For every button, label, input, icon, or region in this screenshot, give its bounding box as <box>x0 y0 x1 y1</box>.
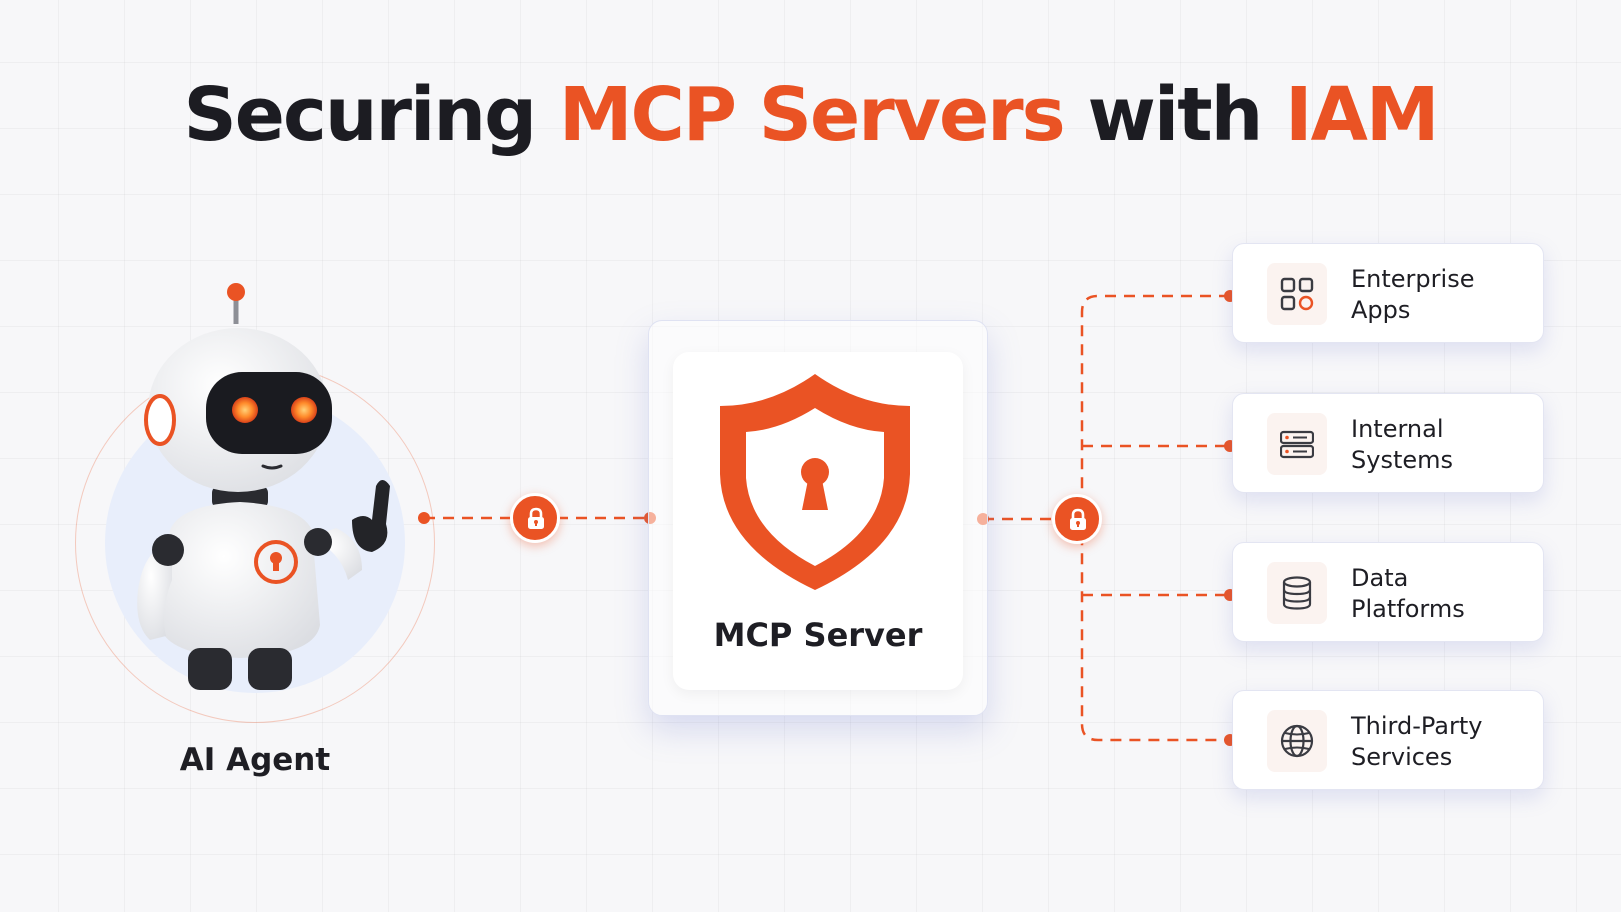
destination-card-enterprise-apps: Enterprise Apps <box>1232 243 1544 343</box>
destination-label: Data Platforms <box>1351 563 1541 625</box>
destination-label-line1: Enterprise <box>1351 265 1475 293</box>
destination-label: Enterprise Apps <box>1351 264 1541 326</box>
agent-label: AI Agent <box>179 742 331 778</box>
destination-label-line2: Systems <box>1351 446 1453 474</box>
destination-label-line2: Services <box>1351 743 1453 771</box>
shield-keyhole-icon <box>720 374 910 590</box>
destination-card-data-platforms: Data Platforms <box>1232 542 1544 642</box>
server-rack-icon <box>1280 430 1314 459</box>
destination-label: Third-Party Services <box>1351 711 1541 773</box>
apps-grid-icon <box>1280 277 1314 311</box>
agent-server-lock-badge <box>510 493 560 543</box>
lock-icon <box>1070 508 1086 530</box>
destination-label-line1: Third-Party <box>1351 712 1483 740</box>
destination-card-internal-systems: Internal Systems <box>1232 393 1544 493</box>
database-icon <box>1282 576 1312 610</box>
destination-card-third-party-services: Third-Party Services <box>1232 690 1544 790</box>
page-title: Securing MCP Servers with IAM <box>0 72 1621 158</box>
destination-icon-box <box>1267 263 1327 325</box>
destination-label-line2: Apps <box>1351 296 1411 324</box>
destination-label-line2: Platforms <box>1351 595 1465 623</box>
robot-icon <box>137 283 390 690</box>
destination-icon-box <box>1267 562 1327 624</box>
server-destinations-lock-badge <box>1052 494 1102 544</box>
destination-label-line1: Data <box>1351 564 1409 592</box>
mcp-server-label: MCP Server <box>713 616 923 654</box>
title-part-mcp-servers: MCP Servers <box>558 72 1066 158</box>
destination-icon-box <box>1267 710 1327 772</box>
title-part-iam: IAM <box>1285 72 1439 158</box>
title-part-securing: Securing <box>183 72 538 158</box>
destination-icon-box <box>1267 413 1327 475</box>
title-part-with: with <box>1087 72 1263 158</box>
lock-icon <box>528 507 544 529</box>
globe-icon <box>1280 724 1314 758</box>
destination-label: Internal Systems <box>1351 414 1541 476</box>
destination-label-line1: Internal <box>1351 415 1444 443</box>
